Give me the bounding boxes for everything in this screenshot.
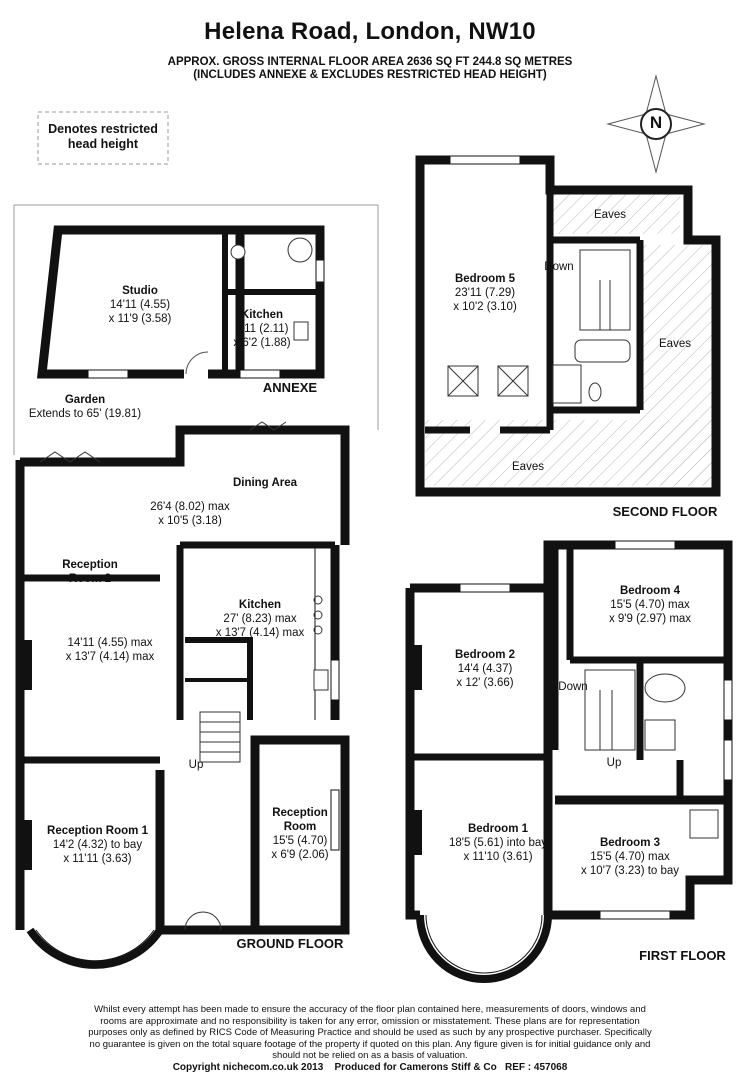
bedroom-4-label: Bedroom 4 15'5 (4.70) max x 9'9 (2.97) m… xyxy=(585,584,715,626)
eaves-label: Eaves xyxy=(594,209,626,221)
room-dim: x 11'9 (3.58) xyxy=(108,313,172,325)
disclaimer-text: Whilst every attempt has been made to en… xyxy=(88,1004,652,1061)
room-dim: 14'11 (4.55) max xyxy=(67,637,153,649)
room-dim: 15'5 (4.70) xyxy=(272,835,328,847)
room-name: Dining Area xyxy=(232,477,298,489)
room-name: Kitchen xyxy=(240,309,284,321)
room-dim: 18'5 (5.61) into bay xyxy=(448,837,548,849)
room-dim: 14'11 (4.55) xyxy=(109,299,171,311)
room-dim: x 10'5 (3.18) xyxy=(158,515,222,527)
room-name: Reception xyxy=(62,559,118,571)
room-name: Kitchen xyxy=(238,599,282,611)
copyright-line: Copyright nichecom.co.uk 2013 Produced f… xyxy=(0,1062,740,1073)
page-title: Helena Road, London, NW10 xyxy=(204,18,536,45)
reception-room-label: Reception Room 15'5 (4.70) x 6'9 (2.06) xyxy=(260,806,340,862)
room-dim: x 10'7 (3.23) to bay xyxy=(580,865,680,877)
annexe-kitchen-label: Kitchen 6'11 (2.11) x 6'2 (1.88) xyxy=(222,308,302,350)
room-dim: x 9'9 (2.97) max xyxy=(608,613,692,625)
room-dim: x 6'9 (2.06) xyxy=(271,849,329,861)
stairs-down-label: Down xyxy=(558,681,588,693)
stairs-up-label: Up xyxy=(188,759,204,771)
produced-for-text: Produced for Camerons Stiff & Co xyxy=(334,1062,497,1073)
eaves-label: Eaves xyxy=(512,461,544,473)
legend-line-2: head height xyxy=(67,137,139,151)
second-floor-label: SECOND FLOOR xyxy=(612,504,718,519)
ground-floor-label: GROUND FLOOR xyxy=(236,936,344,951)
room-dim: x 11'11 (3.63) xyxy=(63,853,132,865)
annexe-plan xyxy=(13,204,379,455)
second-floor-plan xyxy=(415,155,721,497)
room-dim: Extends to 65' (19.81) xyxy=(28,408,142,420)
room-dim: 14'4 (4.37) xyxy=(457,663,513,675)
ground-floor-plan xyxy=(15,421,350,969)
compass-north-label: N xyxy=(649,113,663,132)
annexe-label: ANNEXE xyxy=(262,380,318,395)
reception-room-1-label: Reception Room 1 14'2 (4.32) to bay x 11… xyxy=(30,824,165,866)
studio-label: Studio 14'11 (4.55) x 11'9 (3.58) xyxy=(85,284,195,326)
room-dim: x 12' (3.66) xyxy=(456,677,514,689)
stairs-down-label: Down xyxy=(544,261,574,273)
room-dim: 15'5 (4.70) max xyxy=(590,851,670,863)
room-name: Studio xyxy=(122,285,158,297)
room-name: Reception xyxy=(272,807,328,819)
reception-room-2-dims: 14'11 (4.55) max x 13'7 (4.14) max xyxy=(40,636,180,664)
room-name: Reception Room 1 xyxy=(47,825,148,837)
room-dim: x 13'7 (4.14) max xyxy=(215,627,305,639)
room-dim: 23'11 (7.29) xyxy=(454,287,516,299)
room-dim: 15'5 (4.70) max xyxy=(610,599,690,611)
room-name: Garden xyxy=(64,394,106,406)
room-name: Bedroom 5 xyxy=(454,273,516,285)
reference-text: REF : 457068 xyxy=(505,1062,568,1073)
reception-room-2-label: Reception Room 2 xyxy=(35,558,145,586)
room-name: Room xyxy=(283,821,317,833)
room-dim: 27' (8.23) max xyxy=(223,613,297,625)
compass-icon xyxy=(606,74,706,174)
copyright-text: Copyright nichecom.co.uk 2013 xyxy=(172,1062,324,1073)
room-dim: x 6'2 (1.88) xyxy=(233,337,291,349)
bedroom-5-label: Bedroom 5 23'11 (7.29) x 10'2 (3.10) xyxy=(422,272,548,314)
inclusion-note: (INCLUDES ANNEXE & EXCLUDES RESTRICTED H… xyxy=(193,69,547,81)
legend-line-1: Denotes restricted xyxy=(48,122,158,136)
room-name: Bedroom 4 xyxy=(619,585,681,597)
room-dim: 14'2 (4.32) to bay xyxy=(52,839,143,851)
dining-area-dims: 26'4 (8.02) max x 10'5 (3.18) xyxy=(100,500,280,528)
room-dim: 6'11 (2.11) xyxy=(235,323,289,335)
dining-area-label: Dining Area xyxy=(200,476,330,490)
bedroom-3-label: Bedroom 3 15'5 (4.70) max x 10'7 (3.23) … xyxy=(565,836,695,878)
room-name: Bedroom 1 xyxy=(467,823,529,835)
room-name: Bedroom 3 xyxy=(599,837,661,849)
first-floor-label: FIRST FLOOR xyxy=(639,948,726,963)
room-dim: x 11'10 (3.61) xyxy=(463,851,533,863)
stairs-up-label: Up xyxy=(606,757,622,769)
room-name: Room 2 xyxy=(68,573,112,585)
kitchen-label: Kitchen 27' (8.23) max x 13'7 (4.14) max xyxy=(190,598,330,640)
bedroom-1-label: Bedroom 1 18'5 (5.61) into bay x 11'10 (… xyxy=(428,822,568,864)
room-dim: 26'4 (8.02) max xyxy=(150,501,230,513)
eaves-label: Eaves xyxy=(659,338,691,350)
garden-label: Garden Extends to 65' (19.81) xyxy=(0,393,170,421)
first-floor-plan xyxy=(405,540,733,983)
room-dim: x 10'2 (3.10) xyxy=(453,301,517,313)
floor-area-note: APPROX. GROSS INTERNAL FLOOR AREA 2636 S… xyxy=(167,56,573,68)
room-name: Bedroom 2 xyxy=(454,649,516,661)
legend-box xyxy=(37,111,169,165)
room-dim: x 13'7 (4.14) max xyxy=(65,651,155,663)
bedroom-2-label: Bedroom 2 14'4 (4.37) x 12' (3.66) xyxy=(435,648,535,690)
